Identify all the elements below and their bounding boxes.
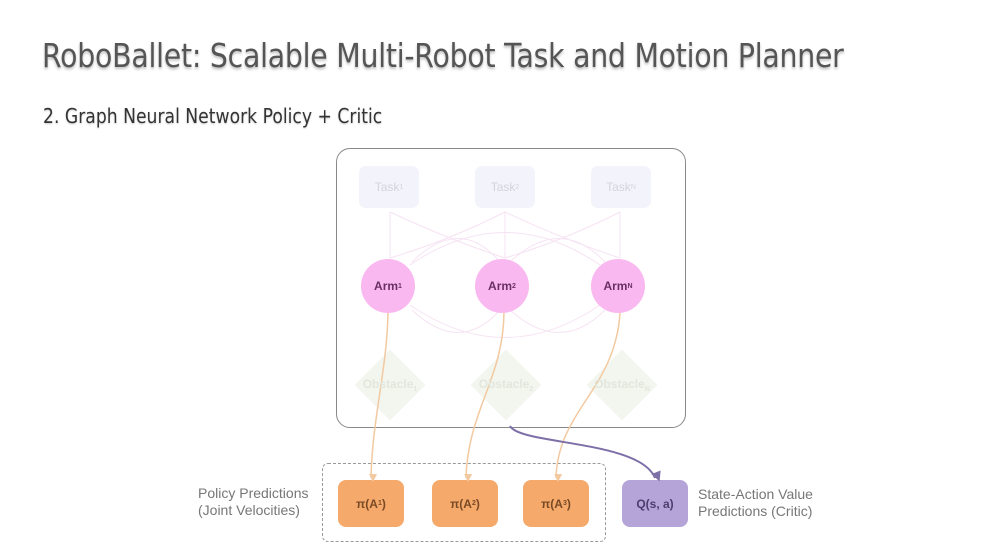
policy-label: π(A bbox=[541, 496, 563, 511]
obstacle-subscript: 1 bbox=[413, 386, 418, 393]
policy-label: π(A bbox=[356, 496, 378, 511]
policy-close-paren: ) bbox=[566, 496, 571, 511]
task-label: Task bbox=[606, 180, 631, 194]
arm-label: Arm bbox=[488, 279, 513, 293]
critic-predictions-label: State-Action Value Predictions (Critic) bbox=[698, 486, 813, 520]
policy-predictions-label: Policy Predictions (Joint Velocities) bbox=[198, 485, 309, 519]
obstacle-node-1: Obstacle1 bbox=[350, 349, 430, 421]
arm-subscript: 1 bbox=[398, 282, 402, 290]
task-subscript: N bbox=[630, 183, 636, 191]
policy-close-paren: ) bbox=[381, 496, 386, 511]
critic-output: Q(s, a) bbox=[622, 480, 688, 527]
task-label: Task bbox=[490, 180, 516, 194]
task-label: Task bbox=[374, 180, 400, 194]
policy-label-line2: (Joint Velocities) bbox=[198, 502, 300, 518]
arm-label: Arm bbox=[374, 279, 399, 293]
obstacle-node-2: Obstacle2 bbox=[466, 349, 546, 421]
policy-label: π(A bbox=[450, 496, 472, 511]
arm-subscript: 2 bbox=[512, 282, 516, 290]
obstacle-subscript: 2 bbox=[529, 386, 534, 393]
critic-label-line1: State-Action Value bbox=[698, 486, 813, 502]
policy-close-paren: ) bbox=[475, 496, 480, 511]
slide-subtitle: 2. Graph Neural Network Policy + Critic bbox=[43, 104, 383, 128]
policy-subscript: 3 bbox=[562, 500, 567, 507]
obstacle-label: Obstacle bbox=[594, 377, 645, 391]
obstacle-label: Obstacle bbox=[362, 377, 414, 391]
obstacle-node-n: ObstacleN bbox=[582, 349, 662, 421]
arm-subscript: N bbox=[627, 282, 633, 290]
policy-subscript: 1 bbox=[377, 500, 382, 507]
task-subscript: 2 bbox=[515, 183, 520, 191]
slide-title: RoboBallet: Scalable Multi-Robot Task an… bbox=[42, 36, 844, 75]
policy-predictions-group bbox=[322, 463, 606, 542]
critic-label-line2: Predictions (Critic) bbox=[698, 503, 813, 519]
obstacle-subscript: N bbox=[644, 386, 650, 393]
policy-label-line1: Policy Predictions bbox=[198, 485, 309, 501]
obstacle-label: Obstacle bbox=[478, 377, 530, 391]
task-subscript: 1 bbox=[399, 183, 404, 191]
policy-subscript: 2 bbox=[471, 500, 476, 507]
arm-label: Arm bbox=[603, 279, 628, 293]
